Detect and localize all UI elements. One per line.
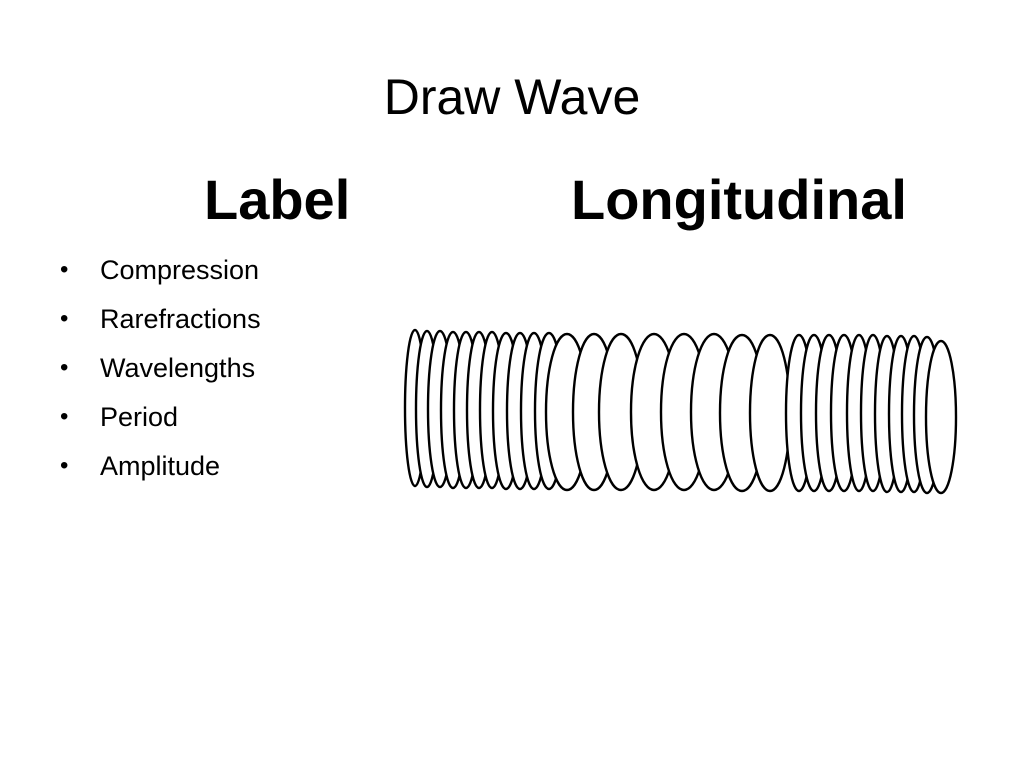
label-heading: Label xyxy=(204,168,351,231)
bullet-icon: • xyxy=(60,354,69,381)
bullet-icon: • xyxy=(60,403,69,430)
wave-coil-ring xyxy=(748,333,792,493)
slide-title: Draw Wave xyxy=(383,69,641,125)
wave-coil-ring xyxy=(924,339,958,495)
label-bullet-list: • Compression • Rarefractions • Waveleng… xyxy=(58,248,261,493)
bullet-text: Wavelengths xyxy=(100,353,256,383)
longitudinal-heading: Longitudinal xyxy=(571,168,907,231)
bullet-icon: • xyxy=(60,452,69,479)
bullet-item-period: • Period xyxy=(58,395,261,444)
bullet-item-wavelengths: • Wavelengths xyxy=(58,346,261,395)
bullet-text: Compression xyxy=(100,255,260,285)
bullet-text: Period xyxy=(100,402,179,432)
bullet-text: Amplitude xyxy=(100,451,221,481)
longitudinal-wave-diagram xyxy=(396,320,964,500)
bullet-icon: • xyxy=(60,256,69,283)
bullet-item-amplitude: • Amplitude xyxy=(58,444,261,493)
bullet-item-compression: • Compression xyxy=(58,248,261,297)
wave-coil-svg xyxy=(403,328,958,495)
bullet-item-rarefractions: • Rarefractions xyxy=(58,297,261,346)
bullet-text: Rarefractions xyxy=(100,304,261,334)
bullet-icon: • xyxy=(60,305,69,332)
